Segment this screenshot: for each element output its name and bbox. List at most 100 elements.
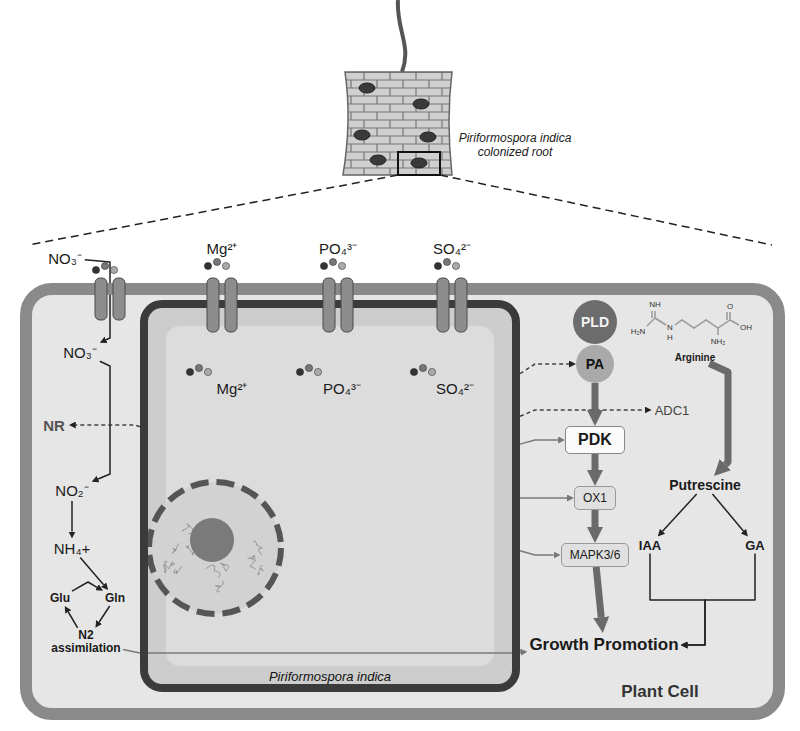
amino-acid-label: Gln xyxy=(103,590,127,606)
ion-dot xyxy=(296,368,303,375)
pathway-arrow xyxy=(592,454,599,470)
root-hair xyxy=(398,0,405,72)
pathway-arrow xyxy=(592,510,599,527)
pathway-arrow xyxy=(596,567,601,617)
ion-label: PO₄³⁻ xyxy=(319,238,357,258)
signal-arrow xyxy=(520,364,569,374)
ion-label: SO₄²⁻ xyxy=(433,238,471,258)
ion-dot xyxy=(213,258,220,265)
enzyme-label: NR xyxy=(39,415,69,436)
ion-label: Mg²⁺ xyxy=(217,378,248,398)
ion-dot xyxy=(101,262,108,269)
process-label: N2 assimilation xyxy=(49,628,123,656)
flow-arrow xyxy=(71,501,73,532)
atom-label: OH xyxy=(740,323,752,332)
enzyme-circle: PLD xyxy=(573,300,617,344)
ion-dot xyxy=(305,364,312,371)
flow-arrow xyxy=(520,551,554,555)
node-text: Growth Promotion xyxy=(529,635,678,654)
hormone-label: IAA xyxy=(636,537,664,554)
flow-arrow xyxy=(99,606,110,622)
flow-arrow xyxy=(123,650,520,654)
node-text: NR xyxy=(43,417,65,434)
flow-arrow xyxy=(520,440,558,444)
atom-label: N xyxy=(667,323,673,332)
chromatin-strand xyxy=(174,566,182,574)
signal-arrow xyxy=(520,410,645,416)
node-text: NO₃⁻ xyxy=(63,344,97,361)
chromatin-strand xyxy=(172,543,179,553)
node-text: PLD xyxy=(581,314,609,330)
chromatin-strand xyxy=(215,581,223,592)
molecule-label: Arginine xyxy=(674,351,717,364)
ion-dot xyxy=(320,262,327,269)
cytoplasm-fill xyxy=(26,289,779,714)
node-text: PA xyxy=(586,356,604,372)
atom-label: H₂N xyxy=(631,327,646,336)
chromatin-strand xyxy=(253,541,262,555)
node-text: IAA xyxy=(639,538,661,553)
plant-cell: Plant Cell Piriformospora indica NO₃⁻ NR NO₂… xyxy=(20,283,785,720)
node-text: MAPK3/6 xyxy=(570,548,621,562)
fungus-title: Piriformospora indica xyxy=(269,669,391,684)
ion-dot xyxy=(186,368,193,375)
fungal-spores xyxy=(354,83,436,168)
flow-arrow xyxy=(650,554,705,646)
zoom-box xyxy=(398,152,440,175)
pathway-arrow xyxy=(709,364,728,465)
chromatin-strand xyxy=(248,555,254,560)
ion-dot xyxy=(428,368,435,375)
atom-label: H xyxy=(667,333,673,342)
flow-arrow xyxy=(80,558,103,585)
figure-caption: Piriformospora indica colonized root xyxy=(450,131,580,160)
ion-dot xyxy=(329,258,336,265)
flow-arrow xyxy=(68,612,77,628)
kinase-box: PDK xyxy=(565,426,625,454)
ion-label: NO₃⁻ xyxy=(45,247,85,269)
chromatin-strand xyxy=(220,563,229,571)
fungal-cell: Piriformospora indica xyxy=(140,300,520,692)
pathway-arrow xyxy=(592,383,599,410)
arginine-bonds xyxy=(647,311,739,335)
node-text: PDK xyxy=(578,431,612,448)
polyamine-label: Putrescine xyxy=(666,476,744,494)
ion-label: NO₂⁻ xyxy=(52,479,91,501)
node-text: NH₄+ xyxy=(54,540,91,557)
outcome-label: Growth Promotion xyxy=(527,633,680,657)
ion-label: Mg²⁺ xyxy=(207,238,238,258)
ion-label: NO₃⁻ xyxy=(60,341,100,363)
chromatin-strand xyxy=(250,555,256,569)
node-text: NO₃⁻ xyxy=(48,250,82,267)
signal-arrow xyxy=(76,425,140,427)
ion-dot xyxy=(338,262,345,269)
ion-dot xyxy=(204,262,211,269)
enzyme-label: ADC1 xyxy=(652,402,693,419)
flow-arrow xyxy=(85,260,110,340)
ion-dot xyxy=(92,266,99,273)
node-text: Glu xyxy=(50,591,70,605)
ion-dot xyxy=(419,364,426,371)
ion-dot xyxy=(195,364,202,371)
flow-arrow xyxy=(713,494,744,531)
ion-label: PO₄³⁻ xyxy=(323,378,361,398)
chromatin-strand xyxy=(258,565,263,575)
zoom-line xyxy=(28,175,398,245)
ion-dot xyxy=(110,266,117,273)
ion-label: NH₄+ xyxy=(51,539,94,558)
root-tissue xyxy=(343,72,452,175)
atom-label: O xyxy=(727,302,733,311)
nucleolus xyxy=(190,518,234,562)
ion-dot xyxy=(452,262,459,269)
cell-title: Plant Cell xyxy=(621,682,698,702)
node-text: OX1 xyxy=(583,491,607,505)
flow-arrow xyxy=(663,494,697,531)
hormone-label: GA xyxy=(742,537,768,554)
node-text: Putrescine xyxy=(669,477,741,493)
flow-arrow xyxy=(72,582,97,591)
chromatin-strand xyxy=(164,561,167,573)
node-text: N2 assimilation xyxy=(51,628,120,655)
ion-dot xyxy=(204,368,211,375)
